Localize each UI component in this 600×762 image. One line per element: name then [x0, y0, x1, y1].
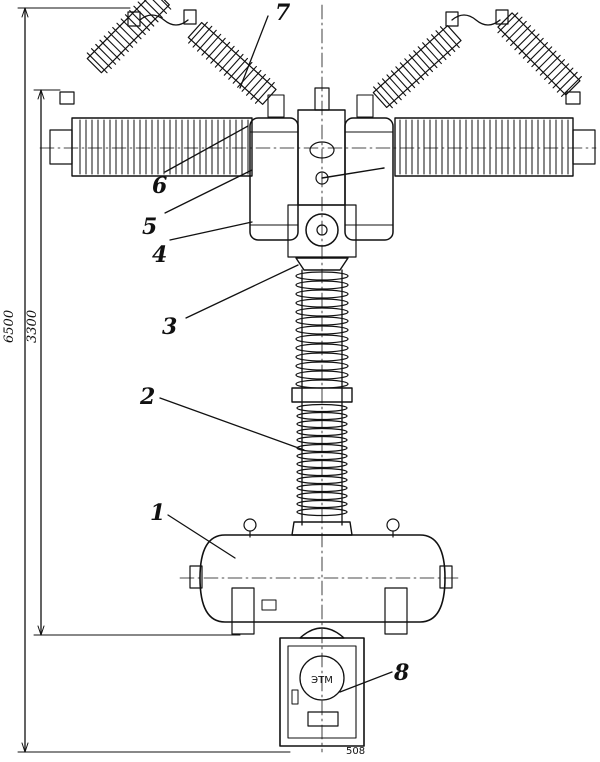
upper-insulator-right-inner [372, 25, 462, 109]
overall-height-label: 6500 [2, 310, 17, 343]
leader-lines [159, 15, 393, 693]
drive-logo-emblem [299, 655, 345, 701]
axis-height-label: 3300 [25, 310, 40, 343]
drive-cabinet [279, 627, 365, 747]
callout-3: 3 [162, 314, 177, 340]
upper-insulator-left-outer [86, 0, 172, 74]
gear-mechanism [287, 204, 357, 258]
callout-6: 6 [152, 173, 167, 199]
upper-insulator-right-outer [497, 12, 582, 97]
callout-1: 1 [150, 500, 165, 526]
cabinet-logo-text: ЭТМ [311, 675, 333, 686]
central-mechanism-housing [267, 87, 385, 206]
callout-2: 2 [139, 384, 155, 410]
main-tank [189, 518, 453, 635]
horizontal-insulator-left [49, 117, 253, 177]
cabinet-base-label: 508 [346, 746, 365, 757]
interrupter-tank-left [249, 117, 299, 241]
upper-insulator-left-inner [187, 21, 277, 105]
callout-8: 8 [393, 660, 409, 686]
horizontal-insulator-ribs [79, 119, 569, 175]
dimension-lines [17, 7, 291, 753]
callout-7: 7 [275, 0, 291, 26]
horizontal-insulator-right [394, 117, 596, 177]
support-insulator-sheds [295, 271, 349, 517]
interrupter-tank-right [344, 117, 394, 241]
upper-contacts [59, 9, 581, 105]
callout-5: 5 [142, 214, 157, 240]
callout-4: 4 [152, 242, 167, 268]
